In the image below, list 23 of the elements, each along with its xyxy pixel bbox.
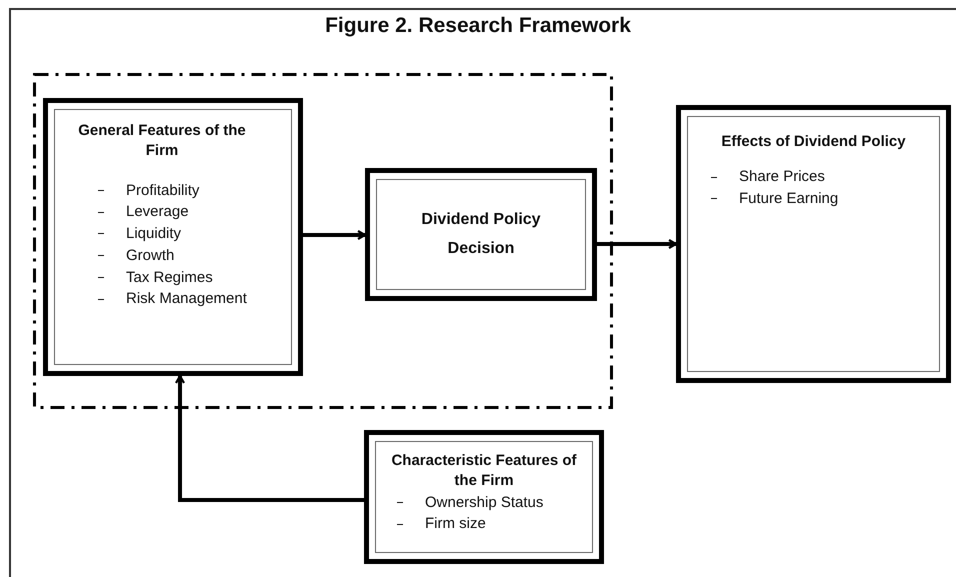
process-box [365, 168, 597, 301]
box-heading: Effects of Dividend Policy [720, 132, 907, 152]
list-item: Profitability [126, 180, 200, 200]
arrow [174, 374, 364, 502]
list-item: Firm size [425, 514, 486, 534]
list-item: Risk Management [126, 289, 247, 310]
list-item: Growth [126, 246, 174, 266]
arrow [597, 238, 678, 250]
box-heading: Characteristic Features of the Firm [390, 451, 578, 492]
list-item: Liquidity [126, 224, 182, 244]
list-item: Tax Regimes [126, 268, 213, 288]
arrow [303, 230, 366, 240]
process-box [43, 98, 303, 376]
process-box [676, 105, 951, 383]
figure-title: Figure 2. Research Framework [324, 14, 632, 38]
list-item: Share Prices [739, 167, 825, 188]
box-heading: Dividend Policy Decision [420, 210, 542, 258]
list-item: Future Earning [739, 189, 838, 209]
list-item: Leverage [126, 202, 189, 222]
dash-dot-group-border [33, 73, 613, 409]
process-box [364, 430, 604, 564]
list-item: Ownership Status [425, 492, 544, 512]
box-heading: General Features of the Firm [77, 121, 247, 162]
